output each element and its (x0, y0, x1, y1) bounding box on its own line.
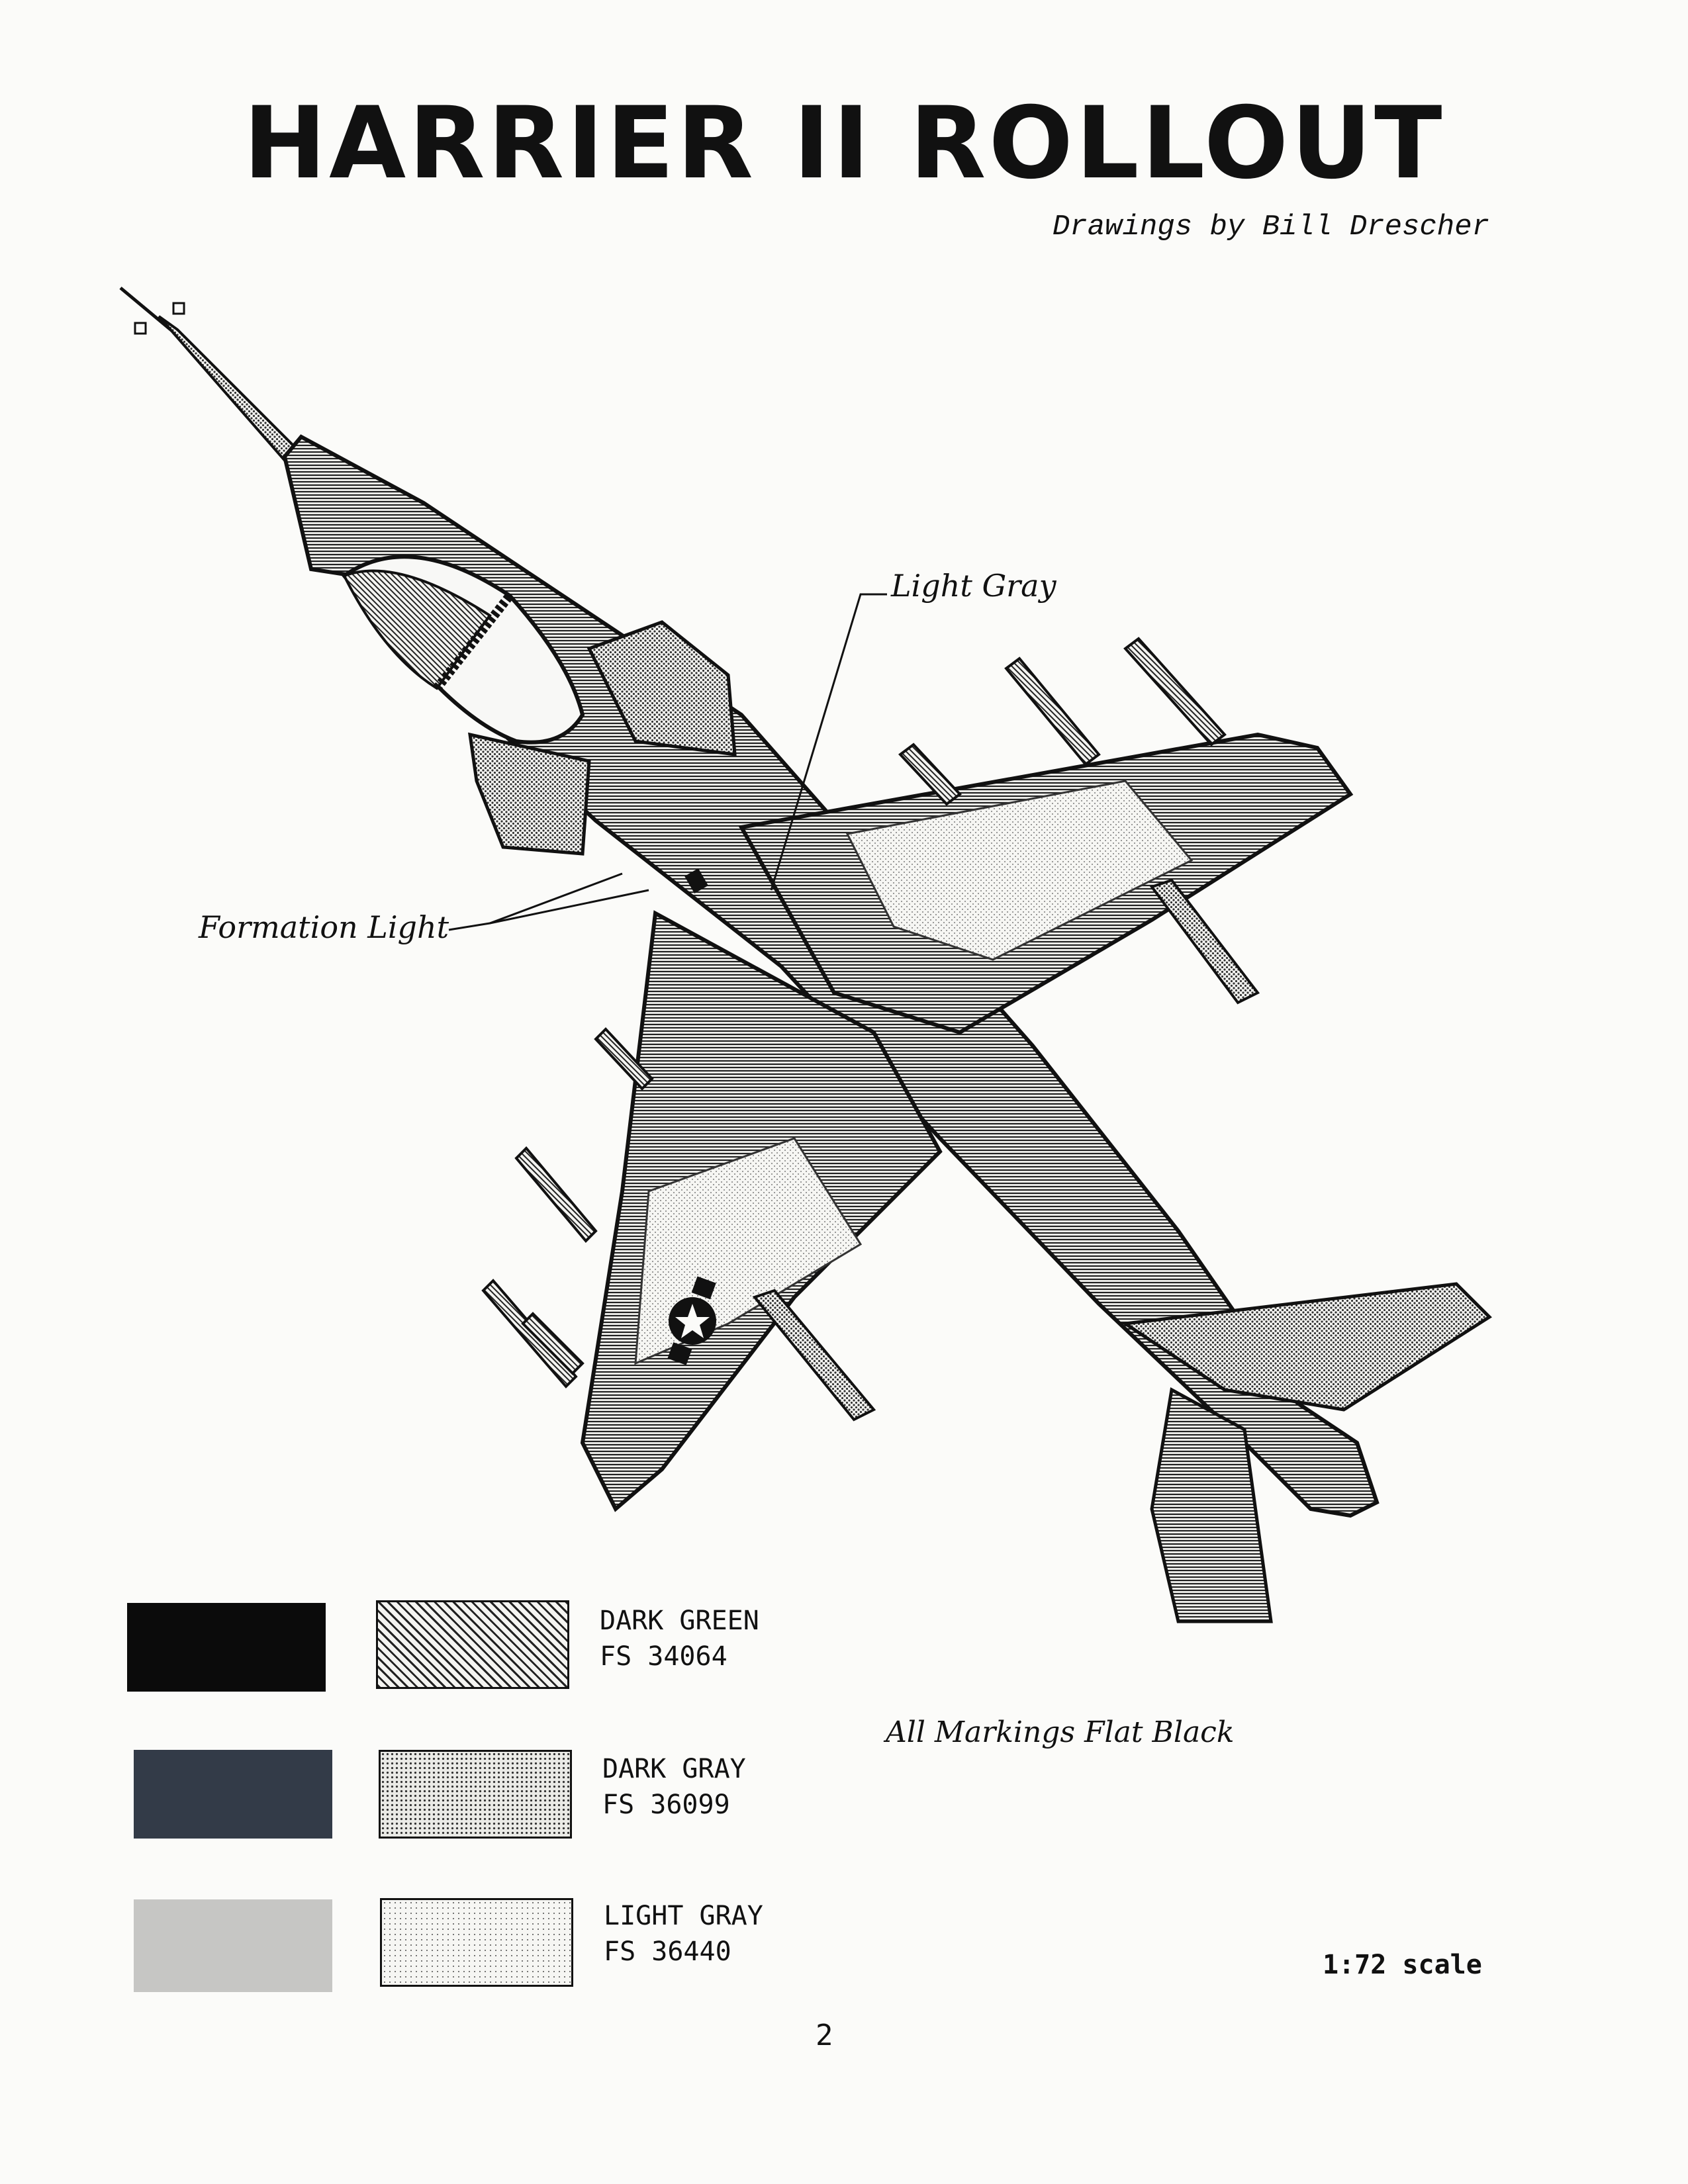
pattern-chip-dark-green (376, 1600, 569, 1689)
pattern-chip-light-gray (380, 1898, 573, 1987)
color-swatch-light-gray (134, 1899, 332, 1992)
color-swatch-dark-gray (134, 1750, 332, 1839)
callout-leaders (448, 593, 887, 931)
pitot-probe (119, 287, 300, 464)
intake-left (468, 732, 591, 856)
callout-light-gray: Light Gray (891, 568, 1056, 604)
underwing-stores (481, 637, 1260, 1422)
formation-light-marker (684, 868, 708, 893)
scale-note: 1:72 scale (1323, 1950, 1482, 1980)
legend-dark-gray: DARK GRAY FS 36099 (602, 1751, 746, 1823)
legend-name: DARK GRAY (602, 1754, 746, 1784)
canopy (341, 555, 585, 745)
page-title: HARRIER II ROLLOUT (243, 86, 1445, 201)
legend-dark-green: DARK GREEN FS 34064 (600, 1603, 759, 1674)
markings-note: All Markings Flat Black (886, 1715, 1235, 1749)
legend-light-gray: LIGHT GRAY FS 36440 (604, 1898, 763, 1970)
drawing-credit: Drawings by Bill Drescher (1052, 210, 1489, 244)
pattern-chip-dark-gray (379, 1750, 572, 1839)
color-swatch-dark-green (127, 1603, 326, 1692)
legend-fs: FS 36440 (604, 1936, 731, 1967)
stabilizer-left (1150, 1387, 1273, 1623)
intake-right (586, 620, 737, 756)
page-number: 2 (816, 2019, 833, 2052)
callout-formation-light: Formation Light (199, 909, 449, 945)
legend-fs: FS 34064 (600, 1641, 727, 1672)
stabilizer-right (1120, 1282, 1492, 1412)
legend-fs: FS 36099 (602, 1790, 730, 1820)
legend-name: LIGHT GRAY (604, 1901, 763, 1931)
legend-name: DARK GREEN (600, 1606, 759, 1636)
wing-right-light-gray-area (845, 780, 1194, 961)
national-insignia (667, 1276, 716, 1365)
